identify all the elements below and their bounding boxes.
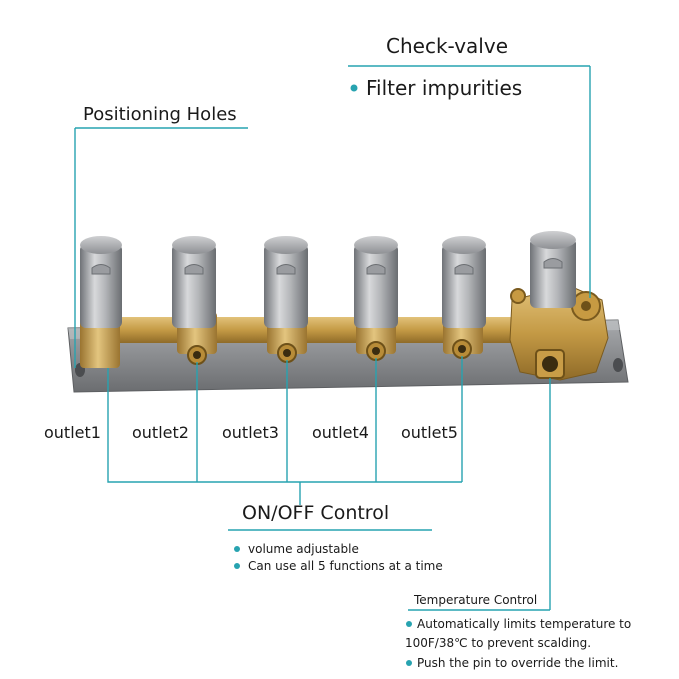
on-off-bullet-dot-1	[234, 546, 240, 552]
temperature-bullet-1: Automatically limits temperature to	[417, 617, 631, 631]
on-off-bullet-1: volume adjustable	[248, 542, 359, 556]
outlet-label-2: outlet2	[132, 423, 189, 442]
handle-4	[354, 236, 398, 328]
chrome-handles	[80, 231, 576, 328]
outlet-label-5: outlet5	[401, 423, 458, 442]
handle-5	[442, 236, 486, 328]
temperature-control-label: Temperature Control	[413, 593, 537, 607]
handle-2	[172, 236, 216, 328]
check-valve-label: Check-valve	[386, 34, 508, 58]
handle-1	[80, 236, 122, 328]
handle-thermostatic	[530, 231, 576, 308]
outlet-label-3: outlet3	[222, 423, 279, 442]
filter-bullet-dot	[350, 84, 358, 92]
callout-lines	[74, 65, 591, 611]
positioning-hole-right	[613, 358, 623, 372]
filter-impurities-label: Filter impurities	[366, 76, 522, 100]
handle-3	[264, 236, 308, 328]
outlet-bracket	[107, 368, 462, 483]
on-off-control-label: ON/OFF Control	[242, 502, 389, 524]
temperature-bullet-dot-2	[406, 660, 412, 666]
temperature-bullet-2: Push the pin to override the limit.	[417, 656, 618, 670]
valve-product	[67, 231, 629, 393]
temperature-bullet-dot-1	[406, 621, 412, 627]
thermostatic-block	[509, 285, 609, 381]
on-off-bullet-dot-2	[234, 563, 240, 569]
outlet-label-1: outlet1	[44, 423, 101, 442]
temperature-bullet-1b: 100F/38℃ to prevent scalding.	[405, 636, 591, 650]
outlet-labels: outlet1 outlet2 outlet3 outlet4 outlet5	[44, 423, 458, 442]
positioning-holes-label: Positioning Holes	[83, 104, 237, 125]
outlet-label-4: outlet4	[312, 423, 369, 442]
on-off-bullet-2: Can use all 5 functions at a time	[248, 559, 443, 573]
